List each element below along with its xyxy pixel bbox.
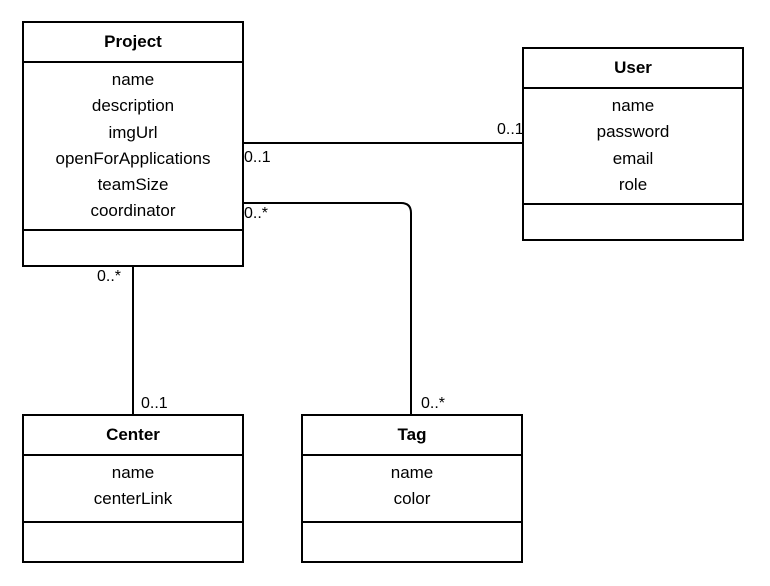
- attributes-compartment: name password email role: [524, 89, 742, 205]
- attribute: name: [111, 463, 155, 482]
- attribute: name: [390, 463, 434, 482]
- attribute: description: [91, 96, 175, 116]
- multiplicity-project-tag-source: 0..*: [244, 205, 269, 222]
- attributes-compartment: name description imgUrl openForApplicati…: [24, 63, 242, 231]
- attribute: email: [612, 148, 654, 168]
- attribute: imgUrl: [108, 122, 158, 142]
- attributes-compartment: name color: [303, 456, 521, 523]
- attribute: teamSize: [97, 175, 169, 195]
- class-name: Center: [24, 416, 242, 456]
- attribute: openForApplications: [55, 148, 211, 168]
- class-user[interactable]: User name password email role: [522, 47, 744, 241]
- class-project[interactable]: Project name description imgUrl openForA…: [22, 21, 244, 267]
- multiplicity-project-tag-target: 0..*: [421, 395, 446, 412]
- class-name: Tag: [303, 416, 521, 456]
- attribute: name: [111, 70, 155, 89]
- attribute: role: [618, 174, 648, 194]
- multiplicity-project-user-target: 0..1: [497, 121, 524, 138]
- class-center[interactable]: Center name centerLink: [22, 414, 244, 563]
- class-tag[interactable]: Tag name color: [301, 414, 523, 563]
- association-project-tag[interactable]: [243, 202, 412, 414]
- attributes-compartment: name centerLink: [24, 456, 242, 523]
- multiplicity-project-center-source: 0..*: [97, 268, 122, 285]
- multiplicity-project-user-source: 0..1: [244, 149, 271, 166]
- class-name: User: [524, 49, 742, 89]
- attribute: centerLink: [93, 489, 173, 509]
- attribute: name: [611, 96, 655, 115]
- attribute: color: [393, 489, 431, 509]
- attribute: password: [596, 122, 670, 142]
- attribute: coordinator: [90, 201, 176, 221]
- class-name: Project: [24, 23, 242, 63]
- multiplicity-project-center-target: 0..1: [141, 395, 168, 412]
